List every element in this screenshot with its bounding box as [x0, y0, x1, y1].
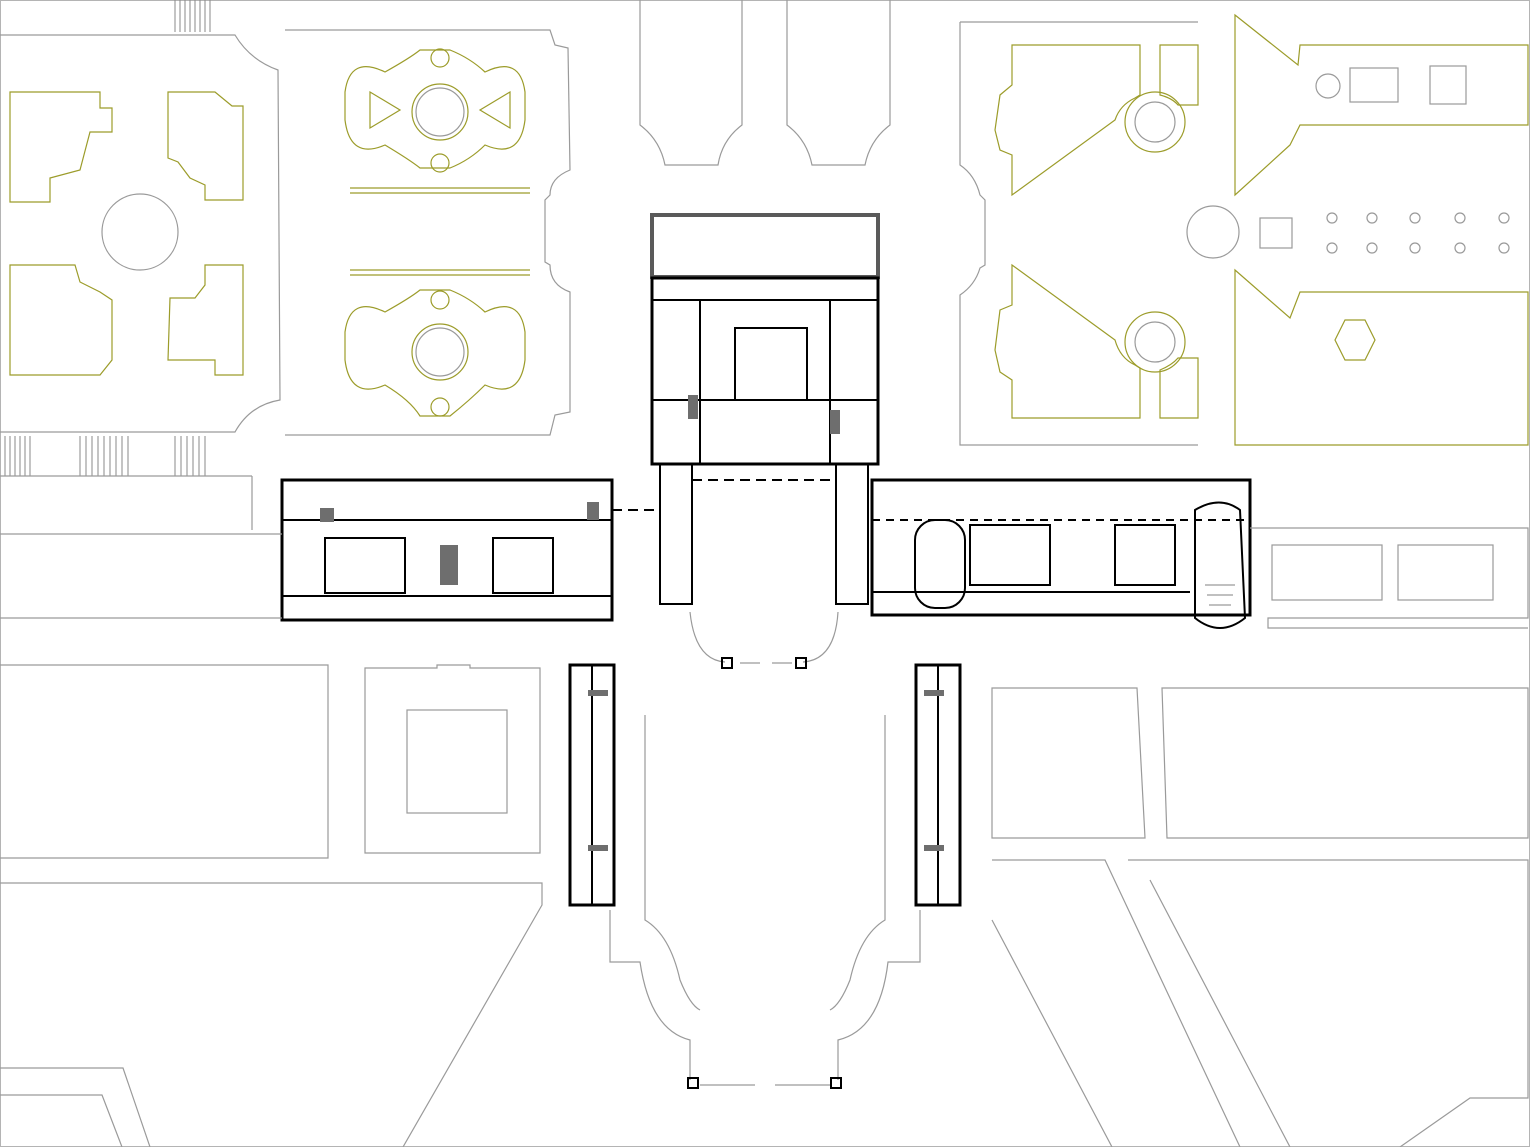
west-garden: [0, 0, 571, 530]
north-avenues: [639, 0, 891, 279]
terrace-steps-south: [4, 436, 206, 476]
central-basin-west: [101, 193, 179, 271]
east-wing: [870, 478, 1252, 617]
central-block: [650, 276, 880, 466]
parterre-se: [167, 264, 244, 376]
parterre-ne: [167, 91, 244, 201]
terrace-steps-north: [174, 0, 211, 32]
forecourt-basin: [650, 213, 880, 279]
broderie-north: [344, 48, 530, 194]
west-wing: [280, 478, 614, 622]
parterre-nw: [9, 91, 113, 203]
palace-building: [280, 276, 1252, 669]
east-garden: [959, 0, 1530, 620]
parterre-sw: [9, 264, 113, 376]
broderie-south: [344, 269, 530, 417]
town-blocks: [0, 527, 1529, 1147]
ministers-wings: [568, 663, 962, 1089]
